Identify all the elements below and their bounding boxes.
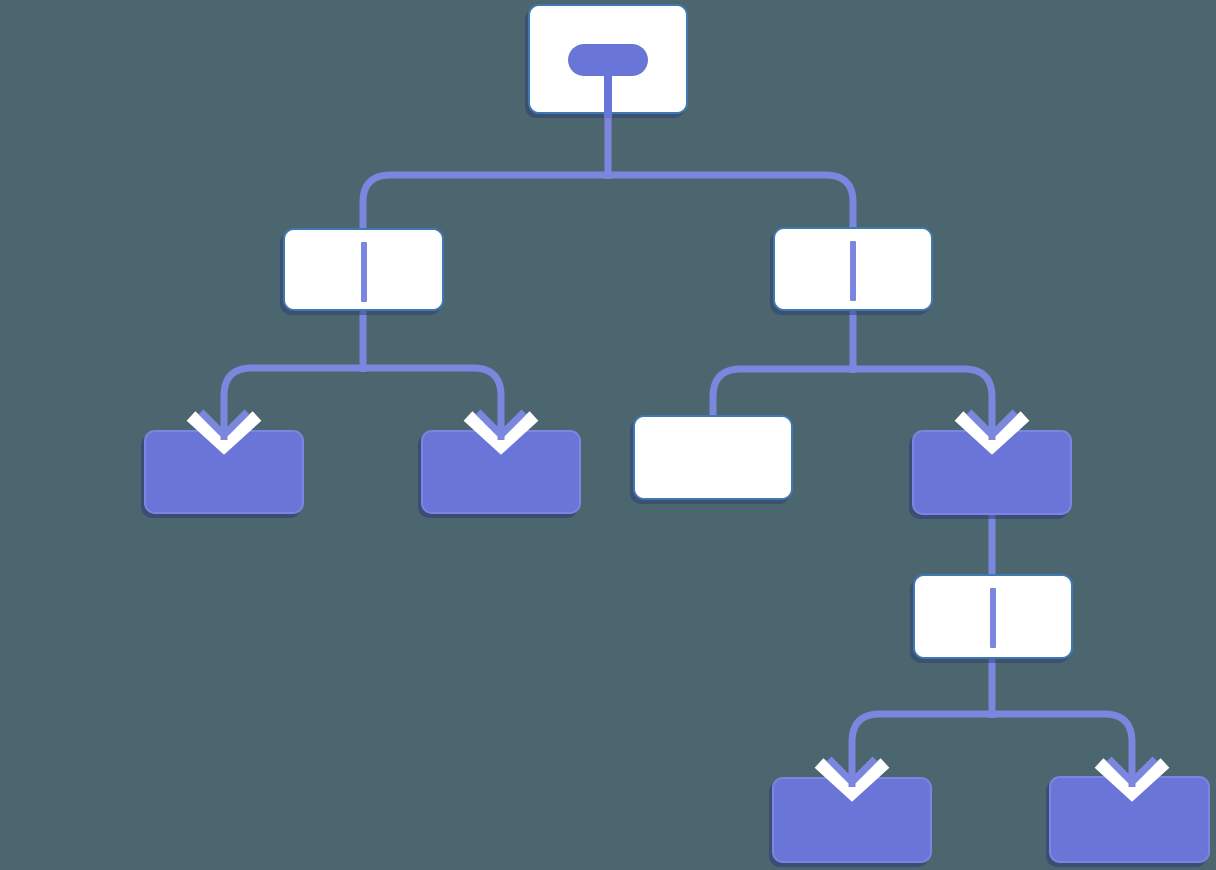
branch-divider-bar [990, 588, 996, 648]
node-branch-left[interactable] [283, 228, 444, 311]
node-branch-right[interactable] [773, 227, 933, 311]
branch-divider-bar [850, 241, 856, 301]
branch-divider-bar [360, 242, 367, 302]
node-leaf-right-empty[interactable] [633, 415, 793, 500]
right-split-connector [709, 365, 996, 416]
left-split-connector [220, 364, 505, 404]
node-leaf-left-2[interactable] [421, 430, 581, 514]
bottom-split-connector [848, 710, 1136, 751]
node-root[interactable] [528, 4, 688, 118]
node-leaf-right-filled[interactable] [912, 430, 1072, 515]
root-topic-pill [568, 44, 648, 76]
root-topic-stem [604, 74, 612, 118]
node-branch-sub[interactable] [913, 574, 1073, 659]
node-leaf-bottom-1[interactable] [772, 777, 932, 863]
node-leaf-left-1[interactable] [144, 430, 304, 514]
node-leaf-bottom-2[interactable] [1049, 776, 1210, 863]
root-split-connector [359, 171, 857, 229]
